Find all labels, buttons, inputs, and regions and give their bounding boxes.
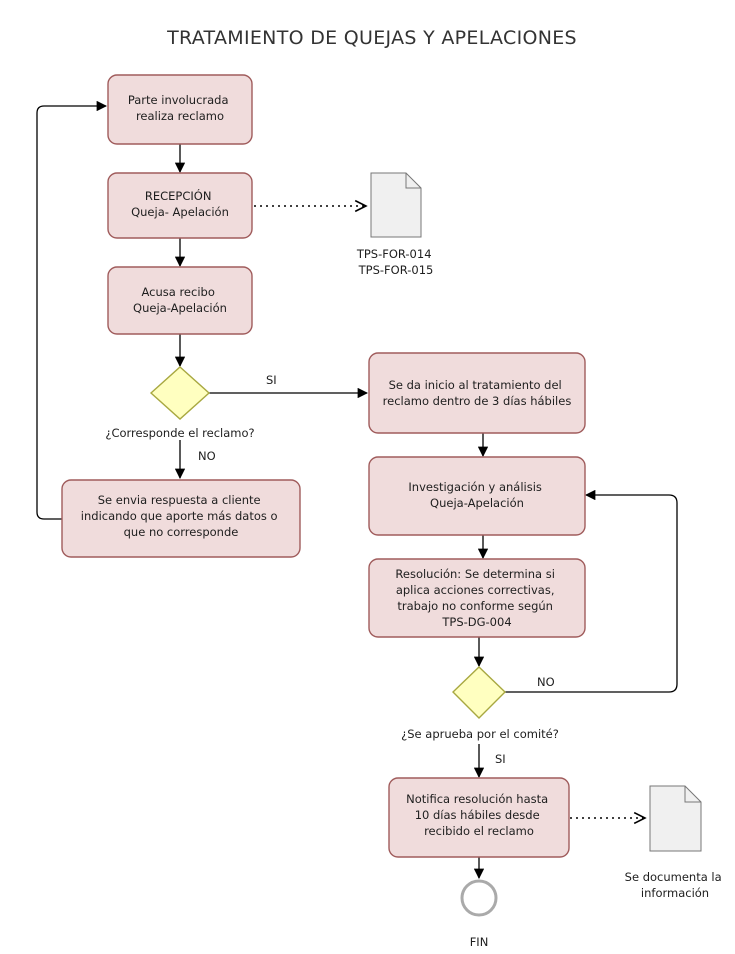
node-resolucion-label: Resolución: Se determina si aplica accio…: [395, 567, 558, 629]
decision-aprueba-label: ¿Se aprueba por el comité?: [401, 727, 559, 741]
diagram-title: TRATAMIENTO DE QUEJAS Y APELACIONES: [166, 27, 577, 49]
edge-aprueba-investigacion: [505, 489, 678, 693]
edge-respuesta-reclamo: [36, 100, 108, 520]
document-forms-icon: [370, 172, 422, 238]
document-documenta-label: Se documenta la información: [625, 870, 726, 900]
node-respuesta: Se envia respuesta a cliente indicando q…: [61, 479, 301, 558]
document-documenta-icon: [649, 785, 702, 852]
node-acusa: Acusa recibo Queja-Apelación: [107, 266, 253, 335]
edge-label-si-1: SI: [266, 373, 277, 387]
node-reclamo-label: Parte involucrada realiza reclamo: [128, 93, 232, 123]
edge-label-no-2: NO: [537, 675, 555, 689]
node-inicio-label: Se da inicio al tratamiento del reclamo …: [383, 378, 572, 408]
decision-corresponde-label: ¿Corresponde el reclamo?: [105, 426, 254, 440]
node-investigacion: Investigación y análisis Queja-Apelación: [368, 456, 586, 536]
edge-label-no-1: NO: [198, 449, 216, 463]
node-notifica: Notifica resolución hasta 10 días hábile…: [388, 777, 570, 858]
node-inicio: Se da inicio al tratamiento del reclamo …: [368, 352, 586, 434]
edge-label-si-2: SI: [495, 752, 506, 766]
node-respuesta-label: Se envia respuesta a cliente indicando q…: [81, 493, 281, 539]
decision-aprueba-diamond: [452, 666, 506, 719]
node-resolucion: Resolución: Se determina si aplica accio…: [368, 558, 586, 638]
node-acusa-label: Acusa recibo Queja-Apelación: [133, 285, 227, 315]
node-recepcion-label: RECEPCIÓN Queja- Apelación: [131, 188, 229, 219]
node-investigacion-label: Investigación y análisis Queja-Apelación: [408, 480, 545, 510]
node-recepcion: RECEPCIÓN Queja- Apelación: [107, 172, 253, 239]
node-notifica-label: Notifica resolución hasta 10 días hábile…: [406, 792, 552, 838]
node-reclamo: Parte involucrada realiza reclamo: [107, 74, 253, 145]
decision-corresponde-diamond: [149, 366, 211, 420]
document-forms-label: TPS-FOR-014 TPS-FOR-015: [356, 247, 435, 277]
end-event-label: FIN: [470, 935, 489, 949]
end-event-circle: [460, 879, 498, 917]
